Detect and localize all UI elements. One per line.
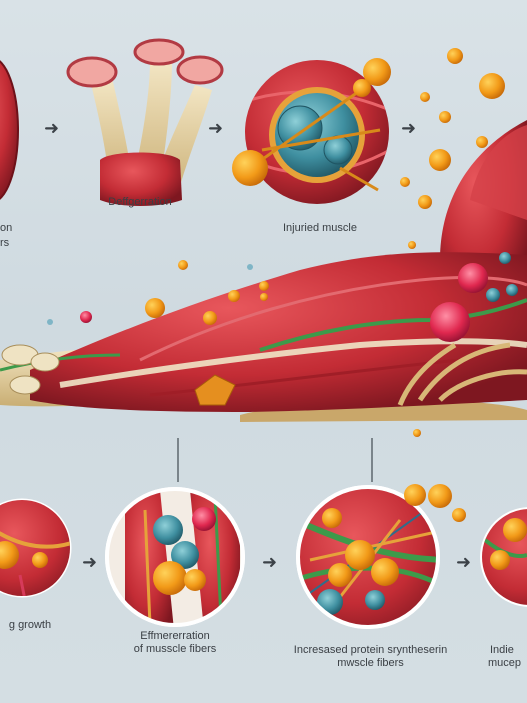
injured-muscle-diagram bbox=[232, 58, 391, 204]
arrow-icon: ➜ bbox=[401, 118, 417, 139]
label-injured-muscle: Injuried muscle bbox=[283, 222, 357, 234]
degeneration-fibers bbox=[66, 38, 224, 206]
top-left-muscle-partial bbox=[0, 60, 19, 200]
label-effmererration-2: of musscle fibers bbox=[133, 643, 217, 655]
label-protein-synthesis-1: Incresased protein sryntheserin bbox=[293, 644, 448, 656]
label-top-left-partial-2: rs bbox=[0, 237, 10, 249]
label-growth: g growth bbox=[8, 619, 52, 631]
arrow-icon: ➜ bbox=[44, 118, 60, 139]
bottom-circle-protein-synthesis bbox=[296, 484, 466, 629]
label-top-left-partial-1: on bbox=[0, 222, 13, 234]
arrow-icon: ➜ bbox=[208, 118, 224, 139]
label-bottom-right-1: Indie bbox=[490, 644, 514, 656]
label-degeneration: Deffgerration bbox=[108, 196, 172, 208]
label-protein-synthesis-2: mwscle fibers bbox=[337, 657, 404, 669]
label-bottom-right-2: mucep bbox=[488, 657, 522, 669]
bottom-circle-growth bbox=[0, 498, 72, 598]
arrow-icon: ➜ bbox=[82, 552, 98, 573]
bottom-circle-right-partial bbox=[480, 507, 527, 607]
arrow-icon: ➜ bbox=[262, 552, 278, 573]
arrow-icon: ➜ bbox=[456, 552, 472, 573]
label-effmererration-1: Effmererration bbox=[140, 630, 210, 642]
foot-bones bbox=[1, 344, 60, 395]
bottom-circle-effmererration bbox=[105, 487, 245, 627]
leg-muscle-center bbox=[0, 252, 527, 437]
